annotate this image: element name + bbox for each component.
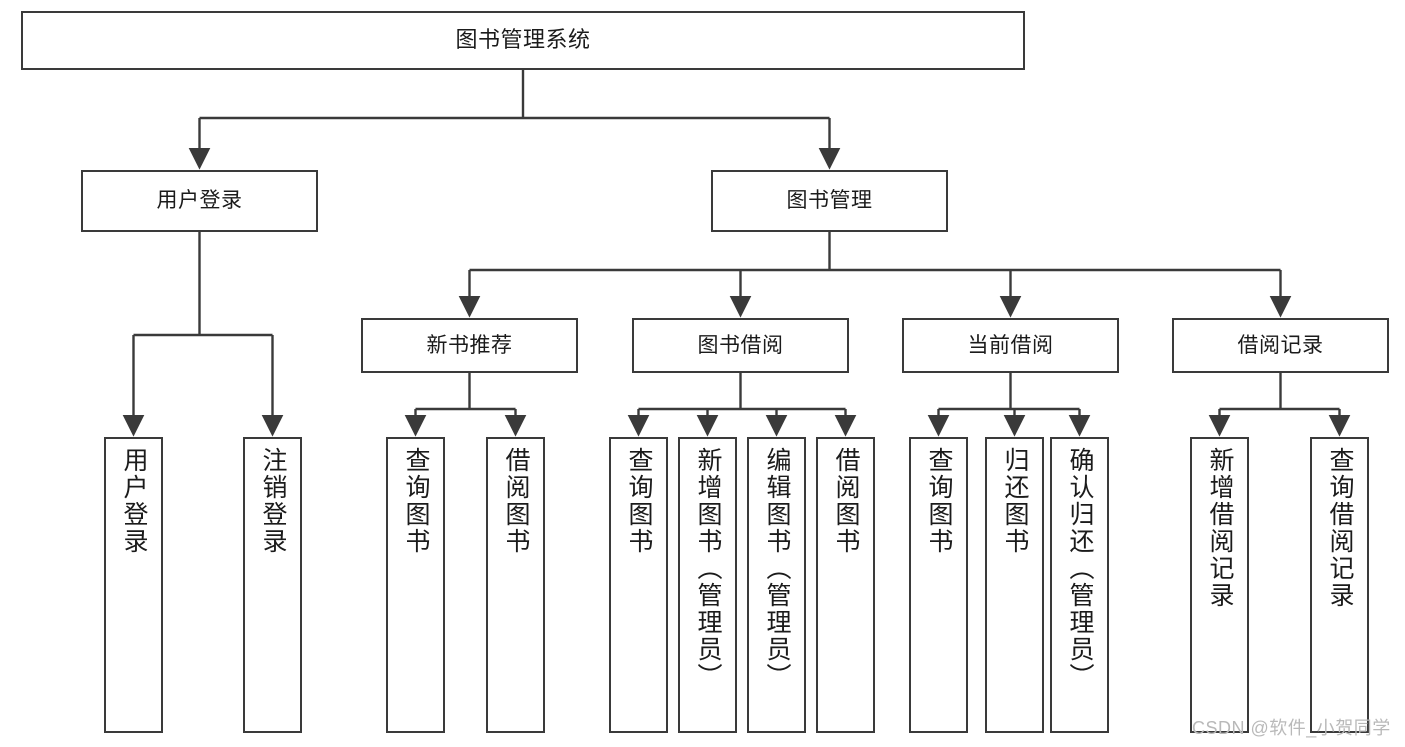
- node-user-login[interactable]: 用户登录: [81, 170, 318, 232]
- node-leaf-query-record[interactable]: 查询借阅记录: [1310, 437, 1369, 733]
- node-leaf-logout-label: 注销登录: [259, 447, 287, 555]
- node-user-login-label: 用户登录: [156, 189, 243, 213]
- node-leaf-query-book-1-label: 查询图书: [402, 447, 430, 555]
- node-current-borrow-label: 当前借阅: [967, 333, 1054, 357]
- node-leaf-add-book[interactable]: 新增图书（管理员）: [678, 437, 737, 733]
- node-leaf-query-book-2[interactable]: 查询图书: [609, 437, 668, 733]
- node-leaf-borrow-book-2[interactable]: 借阅图书: [816, 437, 875, 733]
- node-leaf-query-book-1[interactable]: 查询图书: [386, 437, 445, 733]
- node-leaf-return-book-label: 归还图书: [1001, 447, 1029, 555]
- node-leaf-edit-book-label: 编辑图书（管理员）: [763, 447, 791, 690]
- node-root-system[interactable]: 图书管理系统: [21, 11, 1025, 70]
- node-leaf-borrow-book-2-label: 借阅图书: [832, 447, 860, 555]
- node-leaf-confirm-return-label: 确认归还（管理员）: [1066, 447, 1094, 690]
- node-new-book-rec[interactable]: 新书推荐: [361, 318, 578, 373]
- node-new-book-rec-label: 新书推荐: [426, 333, 513, 357]
- node-leaf-borrow-book-1-label: 借阅图书: [502, 447, 530, 555]
- node-leaf-query-book-2-label: 查询图书: [625, 447, 653, 555]
- node-borrow-record-label: 借阅记录: [1237, 333, 1324, 357]
- node-leaf-user-login[interactable]: 用户登录: [104, 437, 163, 733]
- node-leaf-query-book-3-label: 查询图书: [925, 447, 953, 555]
- node-book-borrow[interactable]: 图书借阅: [632, 318, 849, 373]
- node-leaf-query-record-label: 查询借阅记录: [1326, 447, 1354, 609]
- node-leaf-confirm-return[interactable]: 确认归还（管理员）: [1050, 437, 1109, 733]
- node-book-manage-label: 图书管理: [786, 189, 873, 213]
- node-leaf-return-book[interactable]: 归还图书: [985, 437, 1044, 733]
- node-leaf-logout[interactable]: 注销登录: [243, 437, 302, 733]
- node-root-system-label: 图书管理系统: [455, 27, 591, 53]
- node-leaf-add-record-label: 新增借阅记录: [1206, 447, 1234, 609]
- node-leaf-user-login-label: 用户登录: [120, 447, 148, 555]
- node-leaf-edit-book[interactable]: 编辑图书（管理员）: [747, 437, 806, 733]
- node-borrow-record[interactable]: 借阅记录: [1172, 318, 1389, 373]
- node-book-borrow-label: 图书借阅: [697, 333, 784, 357]
- node-leaf-add-book-label: 新增图书（管理员）: [694, 447, 722, 690]
- node-book-manage[interactable]: 图书管理: [711, 170, 948, 232]
- node-leaf-borrow-book-1[interactable]: 借阅图书: [486, 437, 545, 733]
- node-current-borrow[interactable]: 当前借阅: [902, 318, 1119, 373]
- node-leaf-query-book-3[interactable]: 查询图书: [909, 437, 968, 733]
- node-leaf-add-record[interactable]: 新增借阅记录: [1190, 437, 1249, 733]
